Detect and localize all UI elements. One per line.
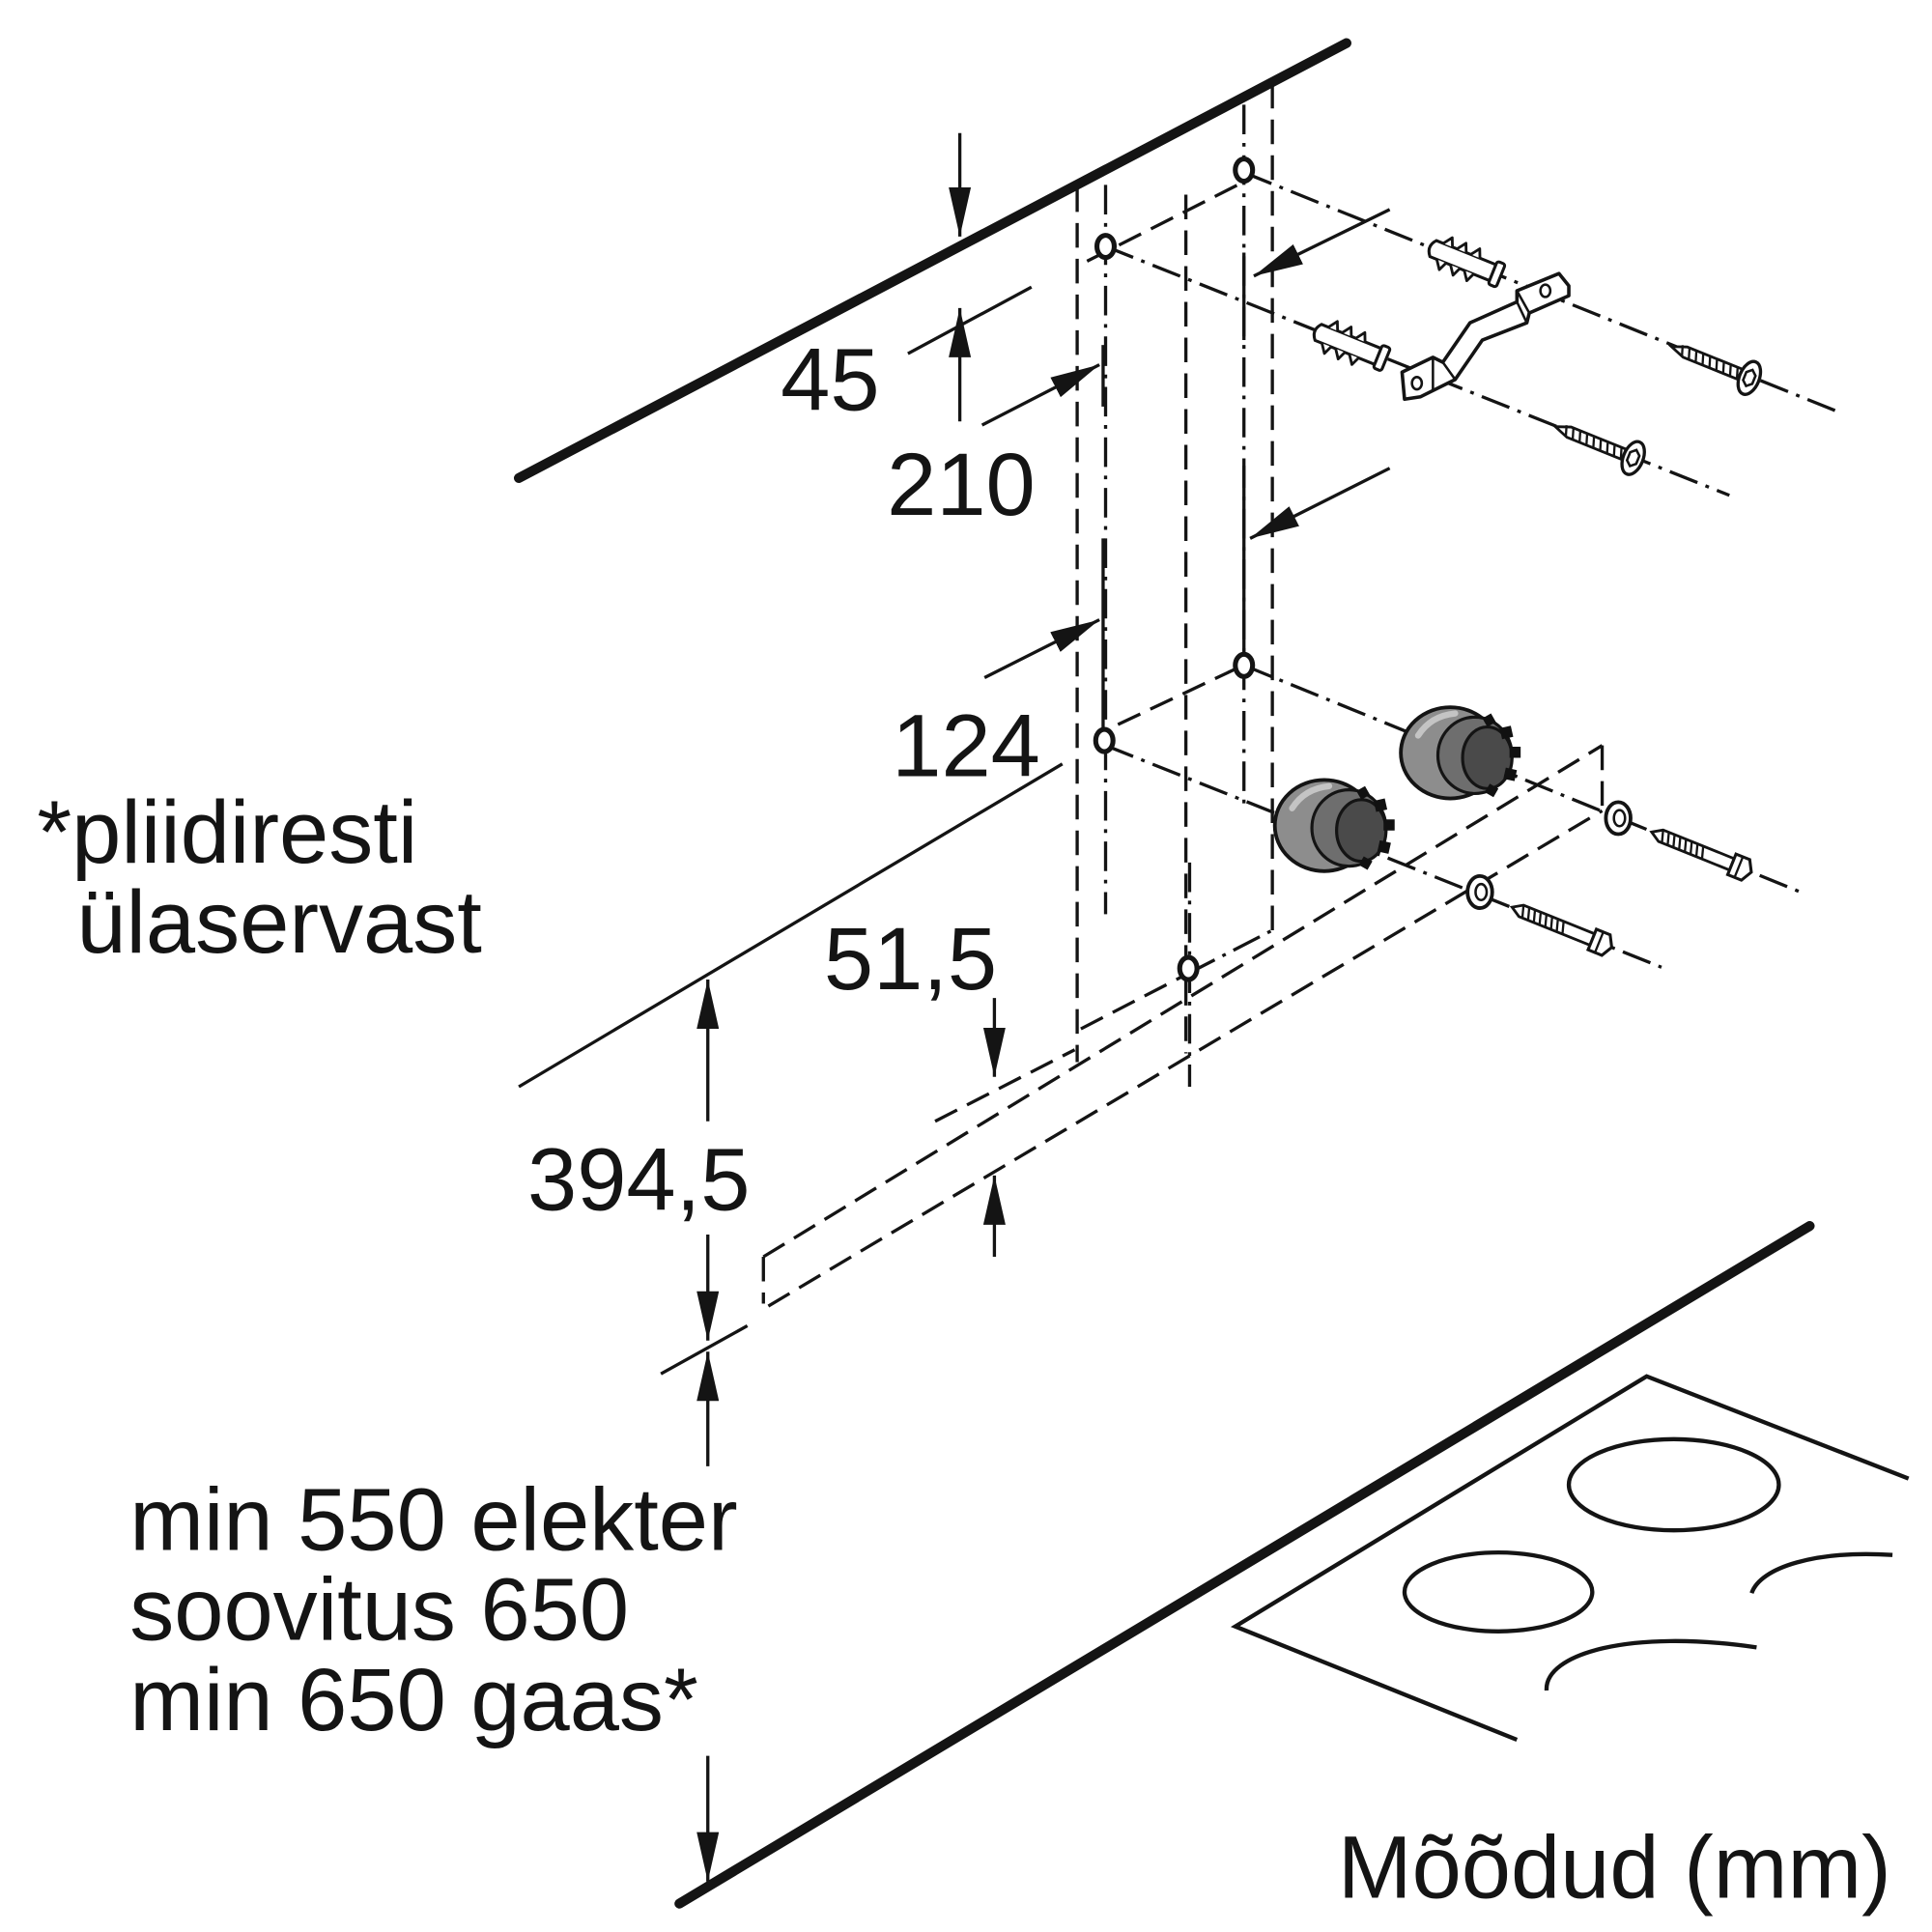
top-offset-label: 45 [781, 331, 879, 430]
hob-edge-line [674, 1221, 1815, 1909]
hood-height-extension-bottom [660, 1324, 749, 1376]
chimney-bottom-axis [1187, 928, 1273, 976]
spacer-fitting [1401, 707, 1520, 798]
clearance-note-line-3: min 650 gaas* [129, 1651, 698, 1749]
wood-screw [1547, 409, 1651, 480]
chimney-top-edge [1086, 177, 1251, 263]
right-upper-arrow [1253, 208, 1391, 278]
labels: 45 210 124 51,5 394,5 *pliidiresti ülase… [37, 331, 1890, 1917]
clearance-note-line-2: soovitus 650 [129, 1561, 629, 1660]
ceiling-line [513, 38, 1351, 483]
structure-lines [513, 38, 1815, 1909]
offset-extension-line [934, 1048, 1076, 1123]
clearance-note-line-1: min 550 elekter [129, 1471, 737, 1570]
hood-outline-lower [767, 809, 1604, 1308]
hood-outline [761, 744, 1605, 1308]
wall-plug [1306, 313, 1394, 378]
upper-fixing-hardware [1306, 229, 1767, 480]
mounting-hole [1233, 156, 1256, 185]
lower-hole-connector [1117, 668, 1236, 726]
hood-height-label: 394,5 [527, 1131, 750, 1230]
washer [1604, 800, 1633, 837]
reference-note-line-2: ülaservast [76, 873, 482, 972]
fixing-axes [1104, 171, 1841, 969]
mounting-hole [1177, 954, 1200, 982]
bracket-hole [1410, 376, 1424, 391]
burner-rear-right [1749, 1551, 1893, 1595]
units-caption: Mõõdud (mm) [1338, 1818, 1891, 1917]
panel-offset-label: 51,5 [824, 910, 997, 1009]
dimension-arrows [660, 132, 1391, 1882]
hood-outline-upper [762, 744, 1604, 1259]
top-offset-extension [907, 285, 1033, 355]
upper-spacing-arrow [980, 363, 1100, 427]
wall-plug [1421, 229, 1509, 294]
right-lower-arrow [1249, 467, 1391, 540]
mounting-hole [1094, 233, 1118, 261]
upper-spacing-label: 210 [887, 436, 1036, 534]
hood-top-edge [518, 762, 1064, 1089]
mounting-hole [1233, 651, 1256, 679]
wood-screw [1662, 328, 1767, 400]
lower-fixing-hardware [1275, 707, 1757, 959]
hex-bolt [1506, 895, 1618, 959]
spacer-fitting [1275, 780, 1395, 870]
chimney-bottom-edge [1080, 972, 1189, 1031]
lower-spacing-arrow [983, 618, 1100, 680]
washer [1465, 873, 1494, 910]
bracket-body [1400, 271, 1571, 402]
lower-spacing-label: 124 [892, 697, 1040, 796]
hex-bolt [1645, 820, 1757, 885]
hob [1230, 1374, 1910, 1743]
mounting-hole [1093, 726, 1116, 754]
bracket-edge [1432, 290, 1531, 390]
mounting-holes [1093, 156, 1256, 982]
hob-outline [1230, 1374, 1910, 1743]
bracket-hole [1539, 283, 1552, 298]
mounting-bracket [1400, 271, 1571, 402]
burner-front-right [1544, 1638, 1757, 1691]
reference-note-line-1: *pliidiresti [37, 783, 417, 882]
burner-front-left [1402, 1549, 1595, 1634]
burner-rear-left [1566, 1436, 1781, 1533]
